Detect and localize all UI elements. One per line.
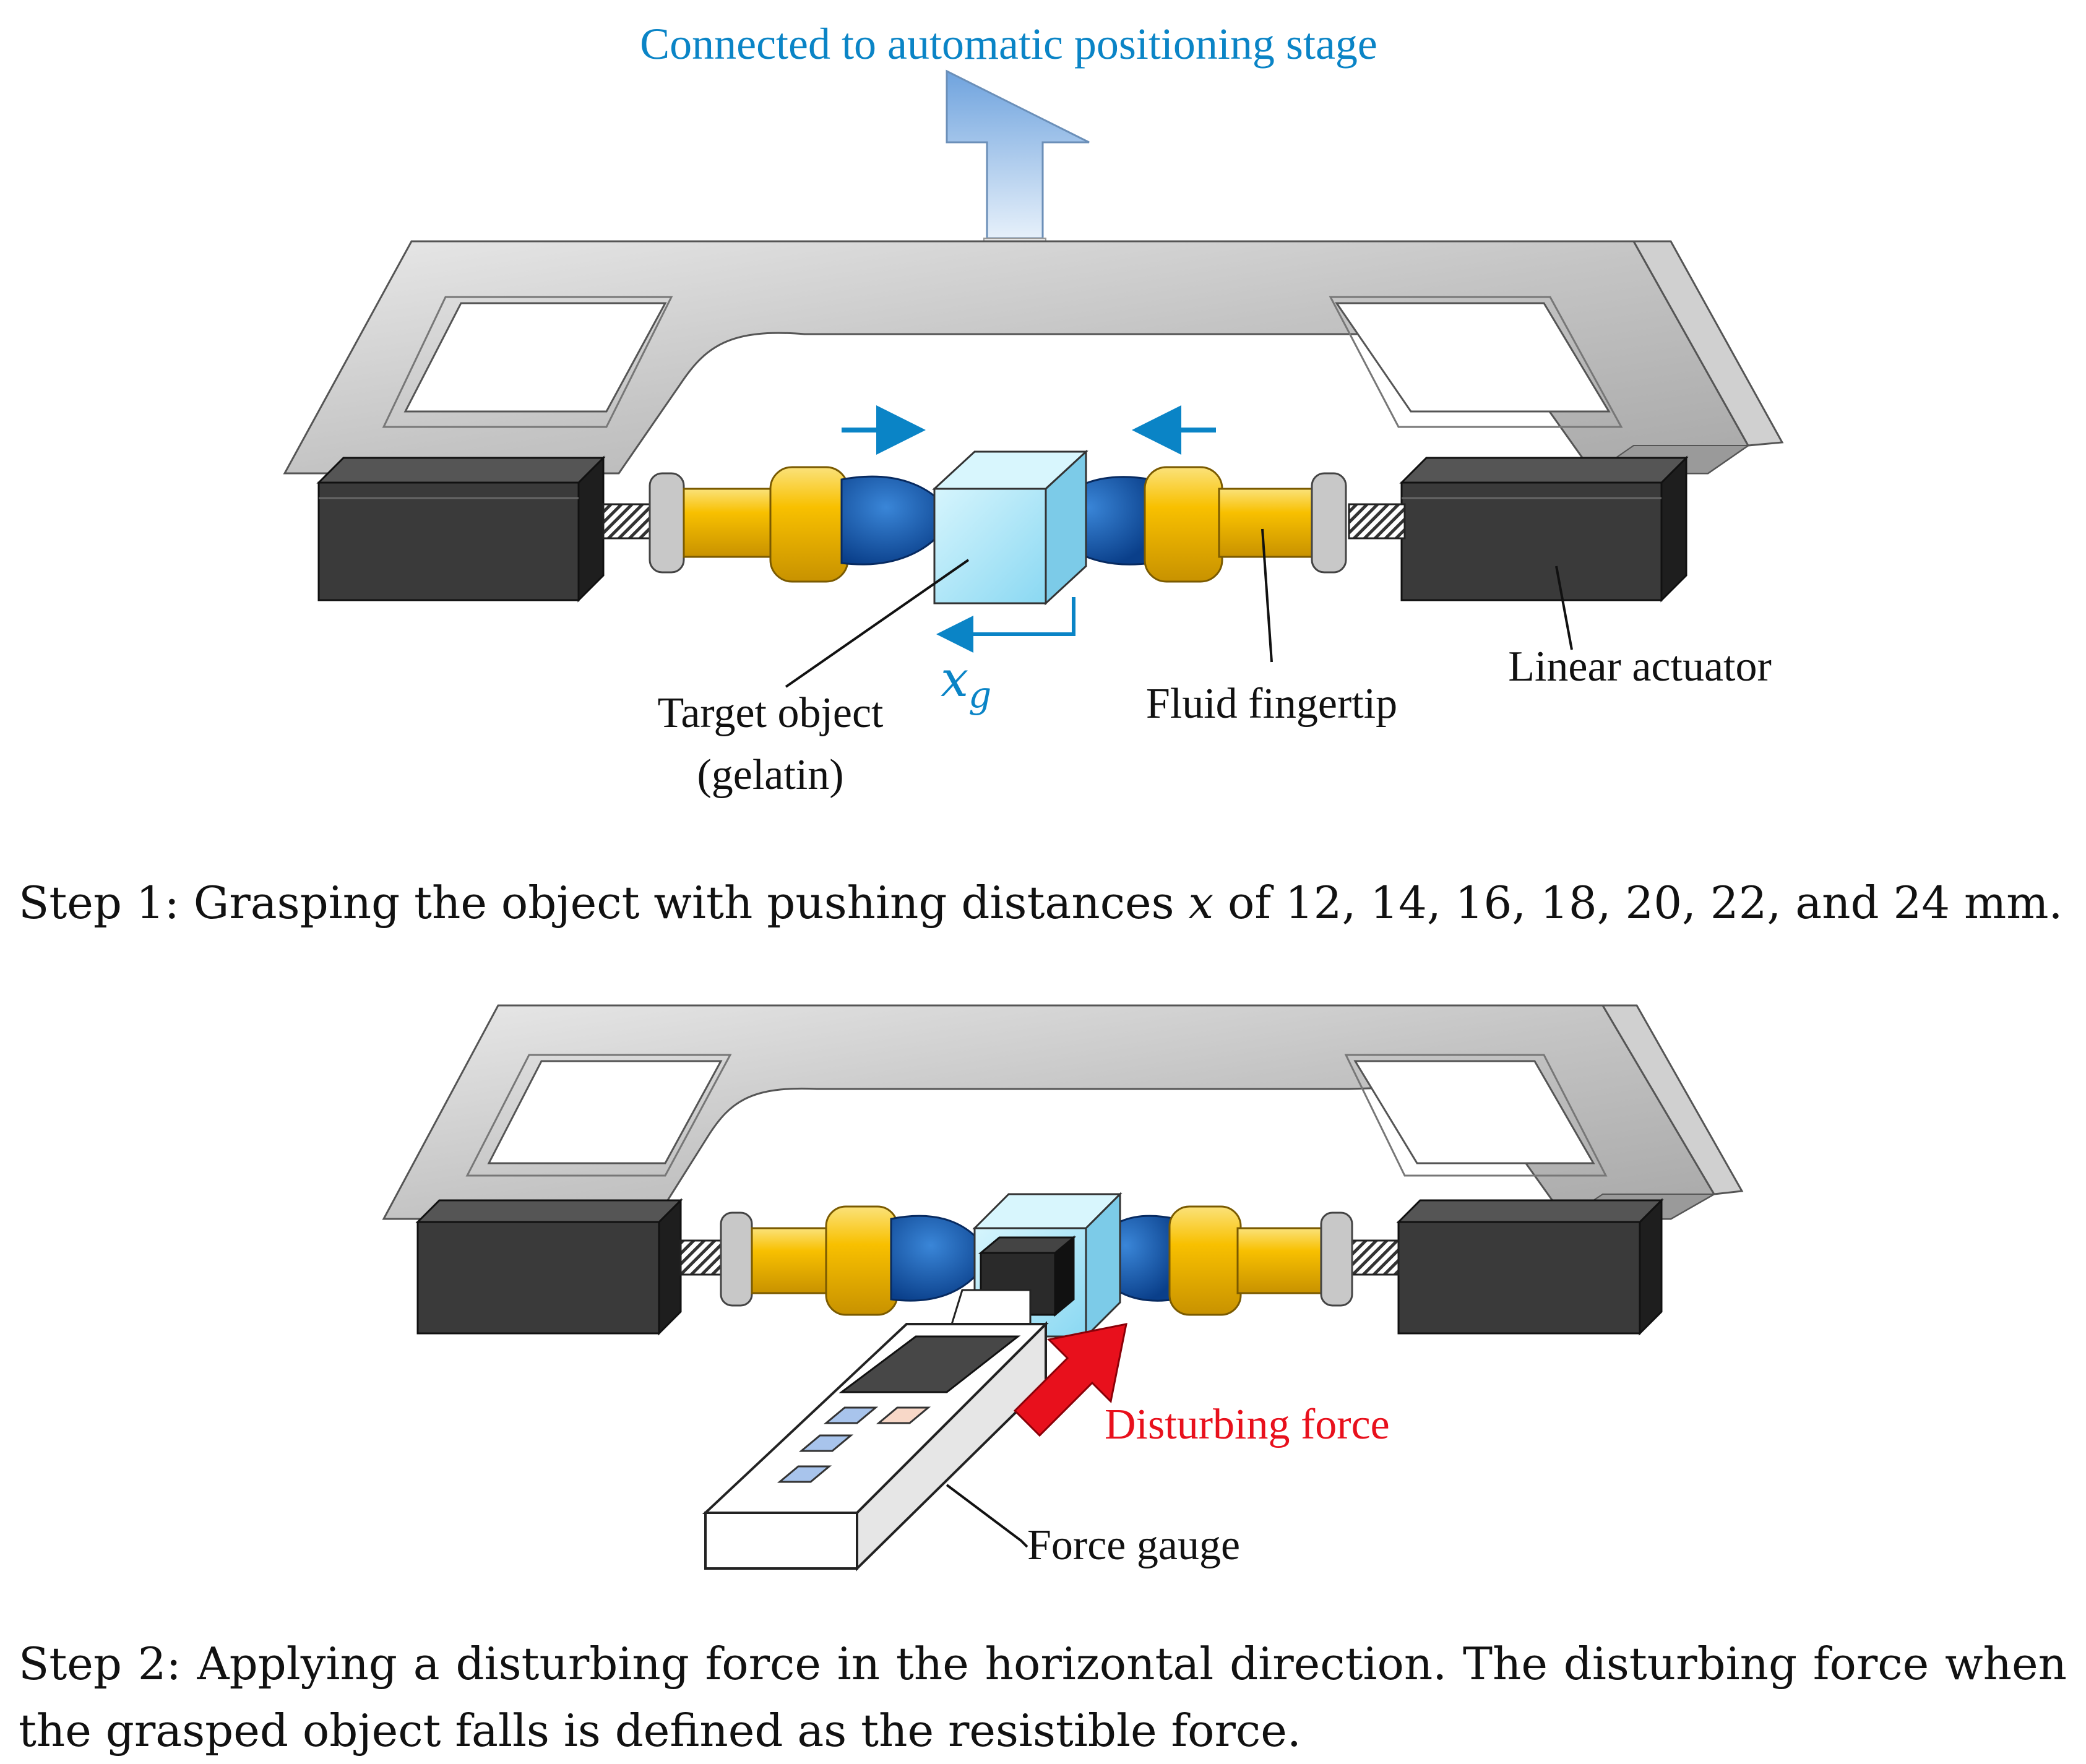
right-linear-actuator xyxy=(1399,455,1689,603)
step2-diagram: Disturbing force Force gauge xyxy=(382,1004,1744,1572)
right-linear-actuator-2 xyxy=(1396,1198,1664,1336)
left-fluid-fingertip xyxy=(649,466,954,583)
gauge-button-2 xyxy=(876,1406,931,1424)
left-linear-actuator xyxy=(316,455,606,603)
step1-caption-text-b: of 12, 14, 16, 18, 20, 22, and 24 mm. xyxy=(1213,877,2063,929)
step1-caption-variable: x xyxy=(1188,877,1214,929)
fingertip-label: Fluid fingertip xyxy=(1146,680,1397,728)
target-label-line2: (gelatin) xyxy=(697,751,843,799)
frame-bracket xyxy=(283,240,1784,475)
left-linear-actuator-2 xyxy=(415,1198,683,1336)
actuator-label: Linear actuator xyxy=(1508,643,1772,691)
gauge-button-4 xyxy=(777,1465,832,1483)
step1-caption: Step 1: Grasping the object with pushing… xyxy=(19,869,2067,936)
gauge-label: Force gauge xyxy=(1027,1521,1240,1569)
xg-label: xg xyxy=(941,650,991,716)
gauge-button-3 xyxy=(798,1434,854,1452)
xg-dimension: xg xyxy=(936,597,1075,716)
stage-up-arrow xyxy=(946,69,1090,252)
target-leader xyxy=(785,559,970,688)
right-fluid-fingertip-2 xyxy=(1091,1205,1353,1316)
gelatin-cube xyxy=(932,449,1088,606)
gauge-leader xyxy=(946,1484,1028,1548)
right-threaded-rod-2 xyxy=(1348,1239,1400,1276)
step1-caption-text-a: Step 1: Grasping the object with pushing… xyxy=(19,877,1189,929)
target-label-line1: Target object xyxy=(657,689,884,737)
right-threaded-rod xyxy=(1348,503,1406,540)
step2-caption: Step 2: Applying a disturbing force in t… xyxy=(19,1638,2067,1757)
disturbing-force-arrow xyxy=(1013,1323,1127,1437)
left-fluid-fingertip-2 xyxy=(720,1205,991,1316)
gauge-button-1 xyxy=(823,1406,879,1424)
frame-bracket-2 xyxy=(382,1004,1744,1220)
force-gauge xyxy=(702,1235,1077,1572)
stage-label: Connected to automatic positioning stage xyxy=(640,19,1377,69)
fingertip-leader xyxy=(1261,528,1273,663)
right-fluid-fingertip xyxy=(1045,466,1347,583)
actuator-leader xyxy=(1555,566,1573,650)
disturbing-label: Disturbing force xyxy=(1105,1401,1390,1448)
step1-diagram: xg Connected to automatic positioning st… xyxy=(283,19,1784,799)
